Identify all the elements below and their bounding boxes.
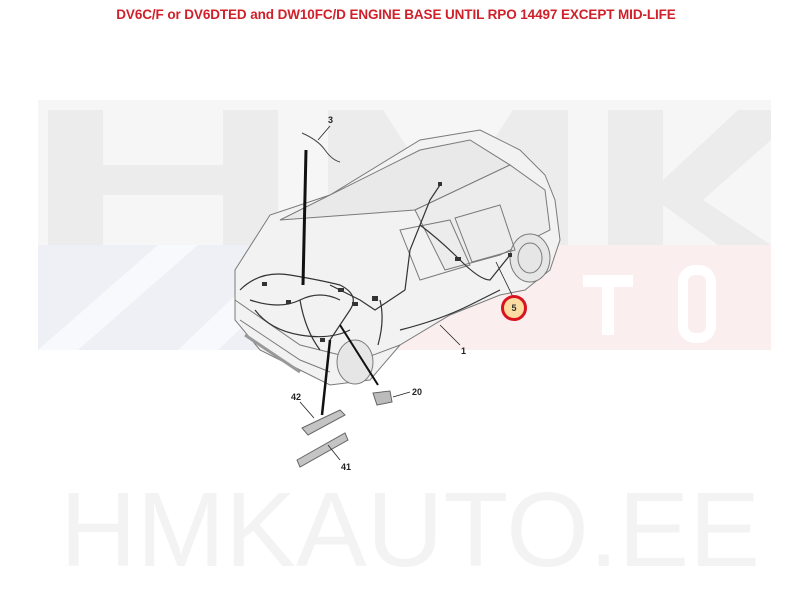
- harness-3: [301, 132, 341, 163]
- watermark-hmkauto-ee: HMKAUTO.EE: [60, 478, 760, 578]
- callout-42: 42: [291, 392, 301, 402]
- callout-20: 20: [412, 387, 422, 397]
- callout-41: 41: [341, 462, 351, 472]
- callout-5: 5: [511, 303, 517, 313]
- car-body-outline: [234, 129, 561, 386]
- diagram-title: DV6C/F or DV6DTED and DW10FC/D ENGINE BA…: [116, 7, 676, 22]
- connectors: [262, 182, 512, 342]
- callout-1: 1: [461, 346, 466, 356]
- part-42-bracket: [301, 409, 346, 436]
- harness-3-pointer: [301, 149, 308, 286]
- harness-20-pointer: [339, 324, 379, 386]
- part-20-bracket: [372, 390, 393, 406]
- leader-lines: [299, 125, 514, 461]
- callout-5-highlight[interactable]: 5: [501, 295, 527, 321]
- svg-text:HMKAUTO.EE: HMKAUTO.EE: [60, 478, 760, 578]
- part-41-bracket: [296, 432, 349, 468]
- callout-3: 3: [328, 115, 333, 125]
- harness-42-pointer: [320, 339, 332, 416]
